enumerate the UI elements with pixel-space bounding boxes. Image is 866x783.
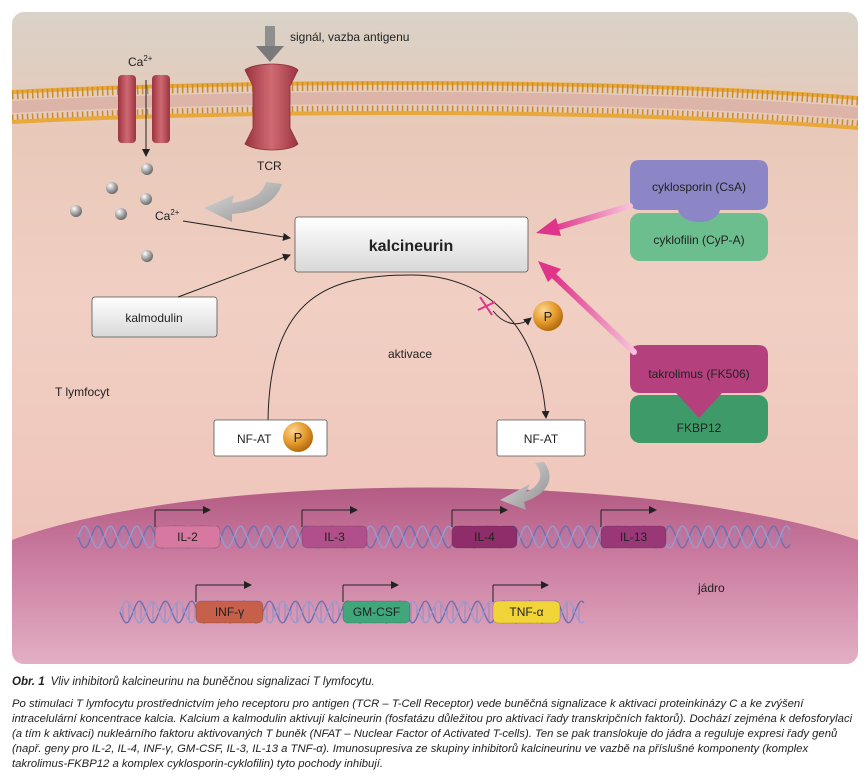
nucleus-region (12, 487, 858, 664)
tcr-receptor (244, 63, 299, 151)
nfat-phosphorylated-label: NF-AT (237, 432, 272, 446)
gene-tnf--3: TNF-α (492, 581, 561, 624)
tcr-label: TCR (257, 159, 282, 173)
calmodulin-box (91, 296, 218, 338)
nfat-active-label: NF-AT (524, 432, 559, 446)
calcineurin-label: kalcineurin (369, 238, 453, 255)
ca-channel-label: Ca2+ (128, 54, 153, 69)
calcium-channel (118, 75, 170, 157)
cyclophilin-shape (630, 213, 768, 261)
calcineurin-box (294, 216, 529, 273)
cyclosporin-label: cyklosporin (CsA) (652, 180, 746, 194)
gene-inf--1: INF-γ (195, 581, 264, 624)
tacrolimus-inhibition-arrow (538, 261, 637, 355)
cyclosporin-inhibition-arrow (536, 203, 633, 236)
phosphate-released (533, 301, 563, 331)
calmodulin-to-calcineurin-arrow (177, 253, 291, 298)
dephosphorylation-arrow (492, 310, 532, 326)
caption-title: Vliv inhibitorů kalcineurinu na buněčnou… (50, 676, 375, 688)
gene-gm-csf-2-label: GM-CSF (353, 605, 400, 619)
ca-to-calcineurin-arrow (182, 220, 291, 241)
fkbp12-label: FKBP12 (677, 421, 722, 435)
nuclear-translocation-arrow (500, 462, 550, 510)
calmodulin-label: kalmodulin (125, 311, 182, 325)
phosphate-on-nfat-label: P (294, 430, 303, 445)
gene-il-13-label: IL-13 (620, 530, 648, 544)
activation-label: aktivace (388, 347, 432, 361)
gene-il-13: IL-13 (600, 506, 667, 549)
phosphate-released-label: P (544, 309, 553, 324)
figure-caption: Obr. 1 Vliv inhibitorů kalcineurinu na bu… (12, 676, 858, 772)
tcr-calcium-arrow (204, 182, 282, 222)
signal-label: signál, vazba antigenu (290, 30, 409, 44)
tacrolimus-shape (630, 345, 768, 418)
inhibition-cross-mark (477, 296, 496, 316)
cyclosporin-shape (630, 160, 768, 222)
caption-number: Obr. 1 (12, 676, 45, 688)
gene-il-3: IL-3 (301, 506, 368, 549)
gene-il-2: IL-2 (154, 506, 221, 549)
cyclophilin-label: cyklofilin (CyP-A) (653, 233, 744, 247)
gene-tnf--3-label: TNF-α (509, 605, 543, 619)
t-cell-label: T lymfocyt (55, 385, 110, 399)
gene-inf--1-label: INF-γ (215, 605, 244, 619)
gene-gm-csf-2: GM-CSF (342, 581, 411, 624)
fkbp12-shape (630, 395, 768, 443)
calcium-ions (70, 163, 153, 262)
ca-ion-label: Ca2+ (155, 208, 180, 223)
phosphate-on-nfat (283, 422, 313, 452)
signal-arrow (256, 26, 284, 62)
activation-curve-arrow (267, 274, 550, 421)
diagram-canvas: Ca2+ signál, vazba antigenu TCR Ca2+ kal… (12, 12, 858, 664)
nucleus-label: jádro (697, 581, 725, 595)
nfat-active-box (496, 419, 586, 457)
gene-il-3-label: IL-3 (324, 530, 345, 544)
gene-il-4-label: IL-4 (474, 530, 495, 544)
caption-body: Po stimulaci T lymfocytu prostřednictvím… (12, 698, 853, 770)
gene-il-4: IL-4 (451, 506, 518, 549)
gene-il-2-label: IL-2 (177, 530, 198, 544)
tacrolimus-label: takrolimus (FK506) (648, 367, 749, 381)
